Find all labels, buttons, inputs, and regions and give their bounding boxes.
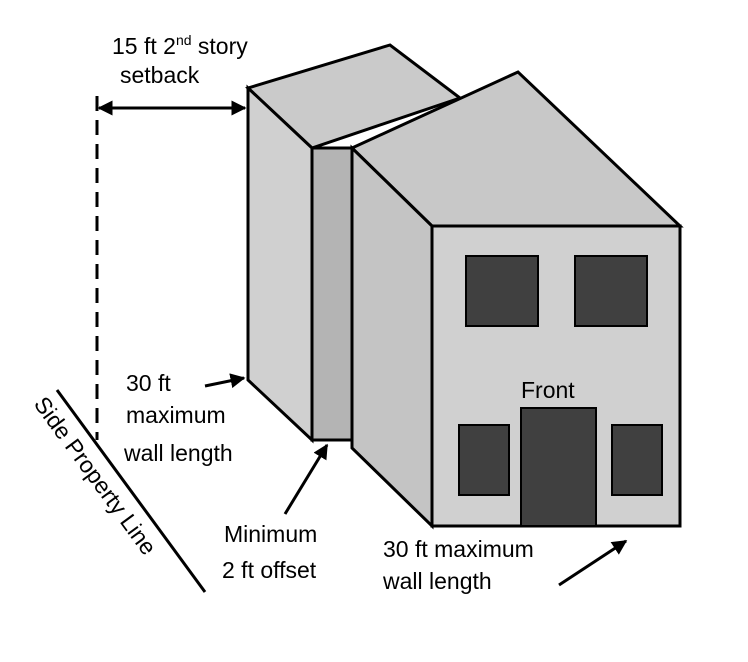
property-line-solid <box>55 389 207 593</box>
window-lower-right <box>611 424 663 496</box>
setback-label-line2: setback <box>120 62 200 88</box>
offset-label-line2: 2 ft offset <box>222 557 317 583</box>
setback-label-line1: 15 ft 2nd story <box>112 32 248 59</box>
offset-recess-wall <box>310 146 354 442</box>
front-wall-label-line2: wall length <box>382 568 492 594</box>
side-wall-label-line3: wall length <box>123 440 233 466</box>
window-upper-right <box>574 255 648 327</box>
front-door <box>520 407 597 527</box>
front-wall-label-line1: 30 ft maximum <box>383 536 534 562</box>
window-upper-left <box>465 255 539 327</box>
side-wall-arrow <box>204 373 246 389</box>
rear-box-side-wall <box>246 84 314 444</box>
side-wall-label-line1: 30 ft <box>126 370 171 396</box>
side-wall-label-line2: maximum <box>126 402 226 428</box>
window-lower-left <box>458 424 510 496</box>
offset-label-line1: Minimum <box>224 521 317 547</box>
front-label: Front <box>521 377 575 403</box>
offset-arrow <box>283 443 329 515</box>
front-wall-arrow <box>558 539 628 587</box>
